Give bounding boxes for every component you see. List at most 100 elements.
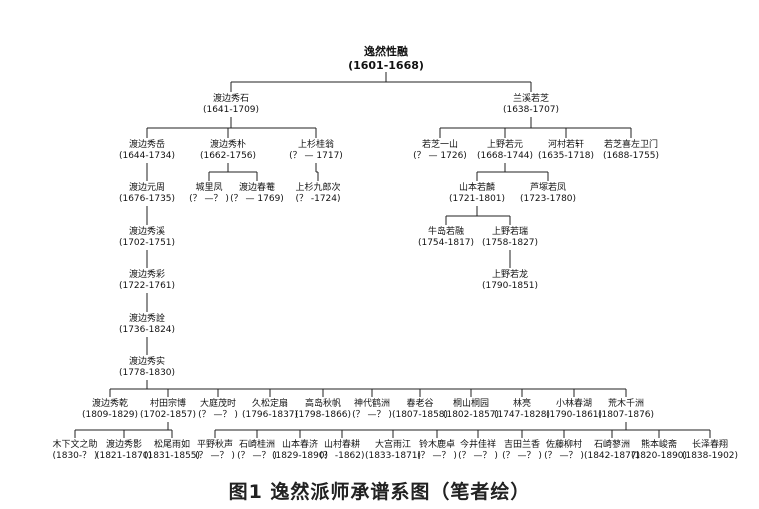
person-dates: (1821-1870) [95,451,153,461]
person-name: 荒木千洲 [607,399,644,409]
person-name: 牛岛若融 [427,227,464,237]
person-node-cl-feng: 城里凤(？ —？ ) [189,183,229,205]
person-node-jj-jiaxiang: 今井佳祥(？ —？ ) [458,440,498,462]
person-node-mx-wenzhi: 木下文之助(1830-？ ) [52,440,97,462]
person-name: 长泽春翔 [691,440,728,450]
person-dates: (1790-1851) [481,281,539,291]
person-name: 林亮 [512,399,531,409]
person-dates: (1723-1780) [519,194,577,204]
person-node-xb-junqi: 熊本峻斋(1820-1890) [631,440,687,462]
person-node-wt-xiupu: 渡边秀朴(1662-1756) [200,140,256,162]
person-dates: (？ — 1769) [230,194,284,204]
person-dates: (1807-1858) [391,410,449,420]
person-dates: (1638-1707) [502,105,560,115]
person-name: 芦塚若凤 [529,183,566,193]
person-name: 渡边春菴 [238,183,275,193]
person-name: 铃木鹿卓 [418,440,455,450]
person-node-jsd-shan: 久松定扇(1796-1837) [242,399,298,421]
person-dates: (1796-1837) [241,410,299,420]
person-node-wt-chunan: 渡边春菴(？ — 1769) [230,183,284,205]
person-name: 逸然性融 [363,45,408,58]
person-name: 吉田兰香 [503,440,540,450]
person-dates: (？ —？ ) [237,451,277,461]
person-name: 今井佳祥 [459,440,496,450]
person-name: 兰溪若芝 [512,94,549,104]
person-dates: (1838-1902) [681,451,739,461]
person-name: 渡边秀溪 [128,227,165,237]
person-node-jt-lanxiang: 吉田兰香(？ —？ ) [502,440,542,462]
person-dates: (1833-1871) [364,451,422,461]
person-node-xl-chunhu: 小林春湖(1790-1861) [546,399,602,421]
person-node-zt-liucun: 佐藤柳村(？ —？ ) [544,440,584,462]
person-node-ss-jiulang: 上杉九郎次(？ -1724) [295,183,340,205]
person-name: 石崎桂洲 [238,440,275,450]
person-name: 河村若轩 [547,140,584,150]
person-node-wt-xiushi2: 渡边秀实(1778-1830) [119,357,175,379]
person-node-cl-gu: 春老谷(1807-1858) [392,399,448,421]
person-node-wt-xiuzi: 渡边秀乾(1809-1829) [82,399,138,421]
person-node-sq-guizhou: 石崎桂洲(？ —？ ) [237,440,277,462]
person-node-wt-xiuyi: 渡边秀詮(1736-1824) [119,314,175,336]
person-dates: (1668-1744) [476,151,534,161]
person-node-sy-ruolong: 上野若龙(1790-1851) [482,270,538,292]
person-dates: (？ -1862) [319,451,365,461]
person-dates: (1641-1709) [202,105,260,115]
person-name: 高岛秋帆 [304,399,341,409]
person-name: 渡边秀影 [105,440,142,450]
person-node-sc-chunjin: 山村春耕(？ -1862) [319,440,364,462]
person-dates: (1830-？ ) [52,451,98,461]
person-node-wt-yuanzhou: 渡边元周(1676-1735) [119,183,175,205]
person-name: 上野若龙 [491,270,528,280]
person-dates: (1662-1756) [199,151,257,161]
person-dates: (1736-1824) [118,325,176,335]
person-dates: (？ —？ ) [352,410,392,420]
person-node-yx-ruozhi: 兰溪若芝(1638-1707) [503,94,559,116]
person-name: 山村春耕 [323,440,361,450]
figure-caption: 图1 逸然派师承谱系图（笔者绘） [228,481,531,503]
person-node-sb-chunji: 山本春济(1829-1890) [272,440,328,462]
person-node-cz-chunfeng: 长泽春翔(1838-1902) [682,440,738,462]
person-name: 若芝喜左卫门 [603,140,658,150]
person-dates: (1758-1827) [481,238,539,248]
person-dates: (1644-1734) [118,151,176,161]
person-node-dj-jiashi: 大庭茂时(？ —？ ) [198,399,238,421]
person-name: 渡边秀石 [212,94,249,104]
person-node-lm-lumai: 铃木鹿卓(？ —？ ) [417,440,457,462]
person-name: 木下文之助 [52,440,98,450]
person-name: 春老谷 [406,399,434,409]
person-name: 大宫雨江 [374,440,411,450]
person-node-lw-ruofeng: 芦塚若凤(1723-1780) [520,183,576,205]
person-dates: (1790-1861) [545,410,603,420]
person-name: 桐山桐园 [452,399,489,409]
person-name: 松尾雨如 [153,440,190,450]
person-node-wt-xiushi: 渡边秀石(1641-1709) [203,94,259,116]
person-name: 渡边秀岳 [128,140,165,150]
person-dates: (？ —？ ) [189,194,229,204]
person-name: 城里凤 [195,183,223,193]
person-name: 神代鹤洲 [353,399,390,409]
person-dates: (？ —？ ) [544,451,584,461]
person-dates: (？ —？ ) [195,451,235,461]
person-dates: (1754-1817) [417,238,475,248]
person-dates: (1635-1718) [537,151,595,161]
person-name: 大庭茂时 [199,399,236,409]
person-node-ct-zongfu: 村田宗博(1702-1857) [140,399,196,421]
person-node-dg-lanjiang: 大宫雨江(1833-1871) [365,440,421,462]
person-node-hc-ruoxuan: 河村若轩(1635-1718) [538,140,594,162]
person-name: 若芝一山 [421,140,458,150]
person-node-wt-xiuyan: 渡边秀彩(1722-1761) [119,270,175,292]
person-name: 渡边元周 [128,183,165,193]
person-name: 平野秋声 [196,440,233,450]
person-dates: (？ —？ ) [458,451,498,461]
person-dates: (1829-1890) [271,451,329,461]
person-name: 渡边秀朴 [209,140,246,150]
person-dates: (？ -1724) [295,194,341,204]
person-dates: (1831-1855) [143,451,201,461]
person-node-root: 逸然性融(1601-1668) [348,45,424,73]
person-dates: (1802-1857) [442,410,500,420]
person-name: 上野若瑞 [491,227,528,237]
person-name: 佐藤柳村 [545,440,582,450]
person-dates: (？ —？ ) [417,451,457,461]
person-dates: (1688-1755) [602,151,660,161]
